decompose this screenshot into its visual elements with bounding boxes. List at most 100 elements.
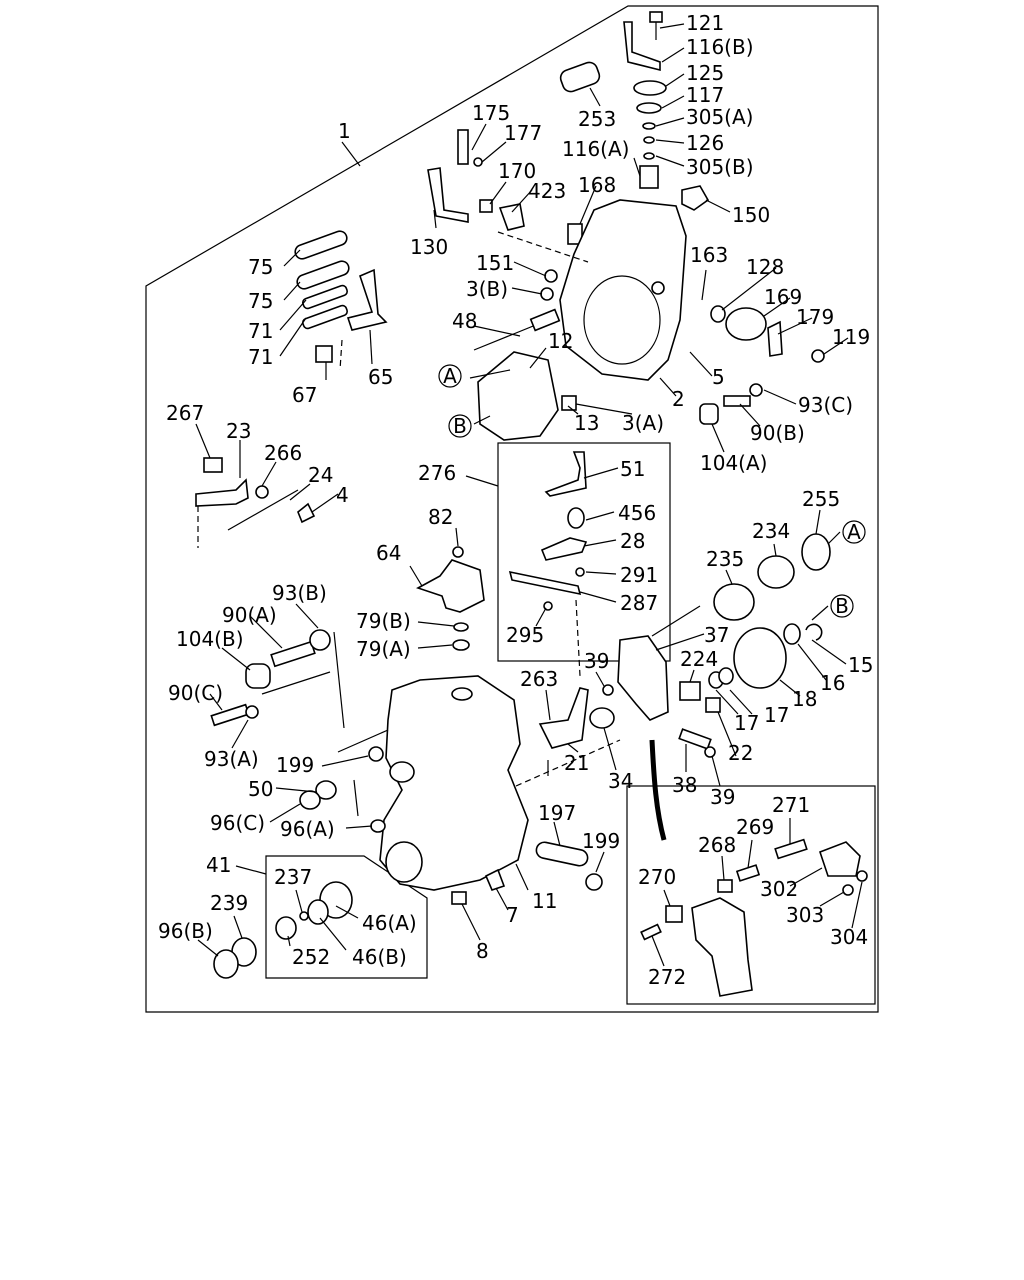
part-305a-washer <box>642 122 656 130</box>
label-266: 266 <box>264 441 302 465</box>
label-96b: 96(B) <box>158 919 213 943</box>
label-104a: 104(A) <box>700 451 767 475</box>
label-295: 295 <box>506 623 544 647</box>
part-456-spring <box>567 507 585 529</box>
label-28: 28 <box>620 529 645 553</box>
part-266-nut <box>255 485 269 499</box>
main-frame <box>145 5 879 1013</box>
part-93a-nut <box>245 705 259 719</box>
marker-a-right <box>842 520 866 544</box>
label-305a: 305(A) <box>686 105 753 129</box>
label-271: 271 <box>772 793 810 817</box>
label-24: 24 <box>308 463 333 487</box>
label-15: 15 <box>848 653 873 677</box>
part-272-pin <box>640 923 662 941</box>
label-46b: 46(B) <box>352 945 407 969</box>
part-179-clip <box>767 320 783 357</box>
part-197-shaft <box>535 841 589 867</box>
sub-frame-41 <box>265 855 428 979</box>
part-38-rod <box>649 739 667 841</box>
label-169: 169 <box>764 285 802 309</box>
label-276: 276 <box>418 461 456 485</box>
label-1: 1 <box>338 119 351 143</box>
label-90c: 90(C) <box>168 681 223 705</box>
sub-frame-276 <box>497 442 671 662</box>
label-175: 175 <box>472 101 510 125</box>
label-168: 168 <box>578 173 616 197</box>
label-23: 23 <box>226 419 251 443</box>
label-82: 82 <box>428 505 453 529</box>
part-104b-sleeve <box>245 663 271 689</box>
label-12: 12 <box>548 329 573 353</box>
part-28-lever <box>540 537 588 561</box>
label-67: 67 <box>292 383 317 407</box>
part-18-weight <box>733 627 787 689</box>
part-224-block <box>679 681 701 701</box>
label-423: 423 <box>528 179 566 203</box>
part-175-pin <box>457 129 469 165</box>
label-163: 163 <box>690 243 728 267</box>
part-96a-plug <box>370 819 386 833</box>
part-51-lever <box>544 451 587 497</box>
part-34-spring <box>589 707 615 729</box>
label-75a: 75 <box>248 255 273 279</box>
label-237: 237 <box>274 865 312 889</box>
label-5: 5 <box>712 365 725 389</box>
part-71b-spring <box>302 304 348 330</box>
label-39a: 39 <box>584 649 609 673</box>
part-22-bushing <box>705 697 721 713</box>
part-labels: 1 121 116(B) 125 117 305(A) 126 116(A) 3… <box>158 11 873 989</box>
label-117: 117 <box>686 83 724 107</box>
label-128: 128 <box>746 255 784 279</box>
part-169-spring <box>725 307 767 341</box>
part-116b-bracket <box>623 21 661 72</box>
part-12-housing <box>477 351 559 441</box>
label-22: 22 <box>728 741 753 765</box>
label-150: 150 <box>732 203 770 227</box>
label-177: 177 <box>504 121 542 145</box>
label-90b: 90(B) <box>750 421 805 445</box>
label-16: 16 <box>820 671 845 695</box>
label-130: 130 <box>410 235 448 259</box>
marker-a-left <box>438 364 462 388</box>
part-291-washer <box>575 567 585 577</box>
label-64: 64 <box>376 541 401 565</box>
part-39b-washer <box>704 746 716 758</box>
part-64-bracket <box>416 559 485 613</box>
label-79a: 79(A) <box>356 637 411 661</box>
parts <box>195 11 868 997</box>
part-271-bolt <box>774 838 808 860</box>
part-117-spring <box>636 102 662 114</box>
housing-port <box>385 841 423 883</box>
housing-boss <box>451 687 473 701</box>
part-269-spring <box>735 864 761 882</box>
label-269: 269 <box>736 815 774 839</box>
label-65: 65 <box>368 365 393 389</box>
leader-lines <box>195 23 863 967</box>
part-16-washer <box>783 623 801 645</box>
part-267-screw <box>203 457 223 473</box>
part-423-bracket <box>498 203 525 231</box>
label-304: 304 <box>830 925 868 949</box>
label-71b: 71 <box>248 345 273 369</box>
part-170-screw <box>479 199 493 213</box>
part-65-bracket <box>346 268 388 331</box>
part-177-nut <box>473 157 483 167</box>
part-79b-washer <box>453 622 469 632</box>
part-121-bolt <box>649 11 663 40</box>
label-48: 48 <box>452 309 477 333</box>
label-303: 303 <box>786 903 824 927</box>
part-3b-screw <box>540 287 554 301</box>
part-50-washer <box>315 780 337 800</box>
label-291: 291 <box>620 563 658 587</box>
part-90b-bolt <box>723 395 751 407</box>
label-199a: 199 <box>276 753 314 777</box>
part-67-nut <box>315 345 333 363</box>
label-268: 268 <box>698 833 736 857</box>
part-2-cover-opening <box>583 275 661 365</box>
label-41: 41 <box>206 853 231 877</box>
label-93c: 93(C) <box>798 393 853 417</box>
part-304-nut <box>856 870 868 882</box>
